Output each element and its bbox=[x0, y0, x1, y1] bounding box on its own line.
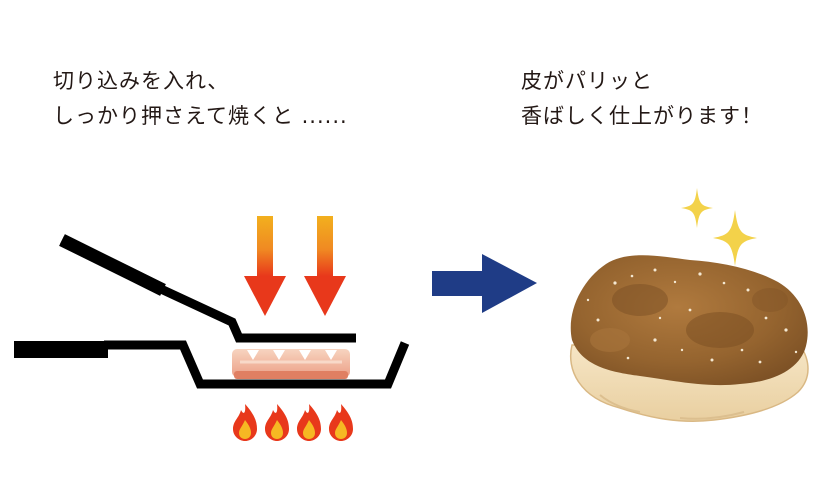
caption-before: 切り込みを入れ、 しっかり押さえて焼くと ...... bbox=[53, 64, 348, 134]
frying-pan-icon bbox=[14, 340, 410, 389]
caption-before-line-2: しっかり押さえて焼くと ...... bbox=[53, 104, 348, 128]
right-arrow-icon bbox=[432, 254, 537, 313]
press-lid-icon bbox=[59, 234, 356, 343]
caption-after-line-1: 皮がパリッと bbox=[521, 69, 653, 93]
sparkles bbox=[681, 188, 757, 266]
down-arrow-icon bbox=[244, 216, 286, 316]
flame-icon bbox=[265, 404, 289, 441]
burner-flames bbox=[233, 404, 353, 441]
flame-icon bbox=[329, 404, 353, 441]
caption-after: 皮がパリッと 香ばしく仕上がります！ bbox=[521, 64, 763, 134]
caption-after-line-2: 香ばしく仕上がります！ bbox=[521, 104, 763, 128]
grilled-chicken-icon bbox=[570, 255, 809, 422]
sparkle-icon bbox=[713, 210, 757, 266]
caption-before-line-1: 切り込みを入れ、 bbox=[53, 69, 230, 93]
pressure-arrows bbox=[244, 216, 346, 316]
down-arrow-icon bbox=[304, 216, 346, 316]
flame-icon bbox=[297, 404, 321, 441]
chicken-piece bbox=[232, 349, 350, 379]
flame-icon bbox=[233, 404, 257, 441]
sparkle-icon bbox=[681, 188, 713, 228]
